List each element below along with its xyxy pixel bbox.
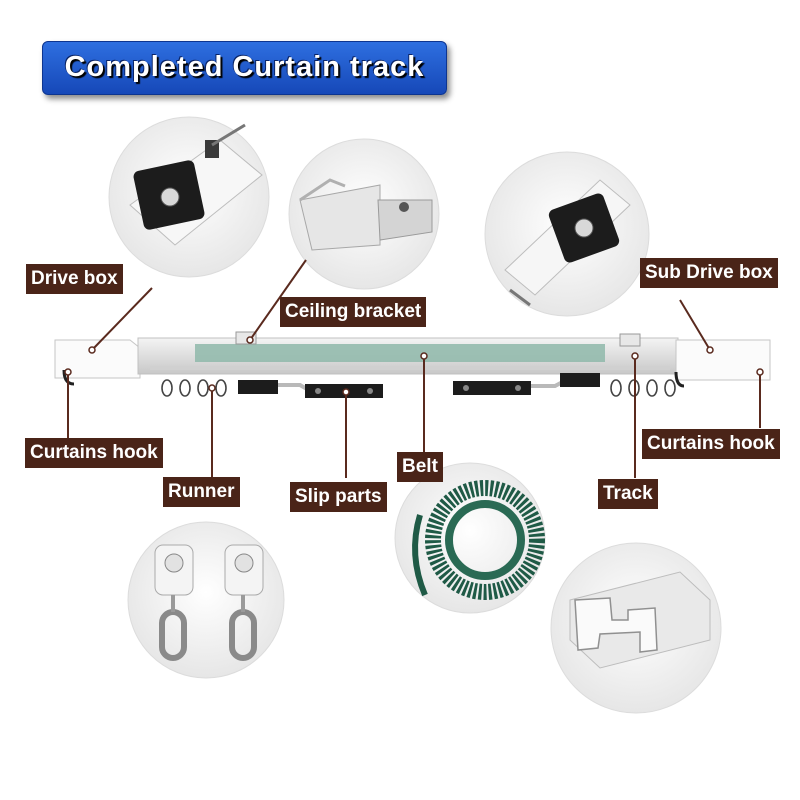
label-curtains-hook-left: Curtains hook [25,438,163,468]
track-detail-circle [550,542,722,714]
label-sub-drive-box: Sub Drive box [640,258,778,288]
label-drive-box: Drive box [26,264,123,294]
label-ceiling-bracket: Ceiling bracket [280,297,427,327]
label-belt: Belt [397,452,443,482]
belt-detail-circle [394,462,546,614]
label-slip-parts: Slip parts [290,482,387,512]
page-title: Completed Curtain track [64,51,425,83]
label-runner: Runner [163,477,240,507]
title-banner: Completed Curtain track [42,41,447,95]
ceiling-bracket-detail-circle [288,138,440,290]
main-track-assembly [54,331,771,398]
label-curtains-hook-right: Curtains hook [642,429,780,459]
drive-box-detail-circle [108,116,270,278]
sub-drive-box-detail-circle [484,151,650,317]
leader-lines [67,259,761,478]
label-track: Track [598,479,658,509]
runner-detail-circle [127,521,285,679]
leader-dots [64,336,764,396]
